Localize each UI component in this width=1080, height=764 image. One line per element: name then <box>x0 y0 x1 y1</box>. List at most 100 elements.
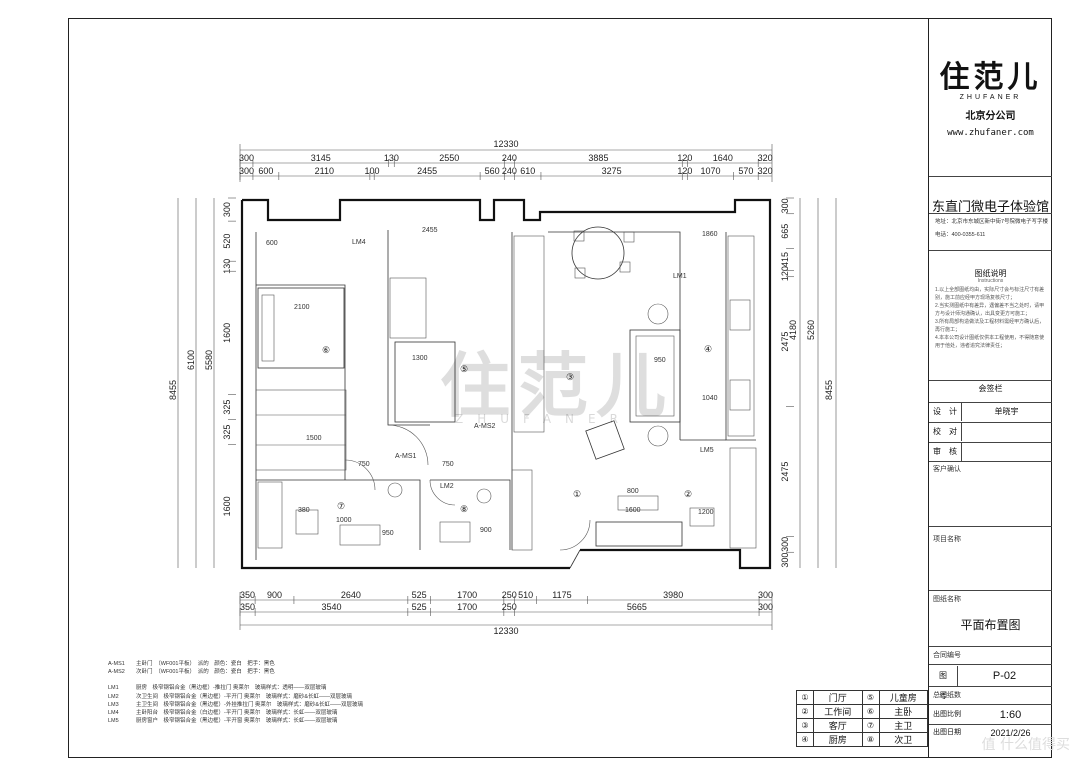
left-total-dim: 8455 <box>168 380 178 400</box>
door-tags: LM1 LM2 LM5 LM4 A-MS1 A-MS2 <box>352 239 714 490</box>
right-small-dim-label: 2475 <box>780 332 790 352</box>
scale-value: 1:60 <box>999 709 1022 721</box>
top-row2-dim-label: 2110 <box>315 166 334 176</box>
sheet-label: 图 号 <box>929 666 963 700</box>
door-tag-lm1: LM1 <box>673 273 687 280</box>
top-row1-dim-label: 240 <box>502 153 517 163</box>
top-row2-dim-label: 300 <box>239 166 254 176</box>
room-num: ⑧ <box>861 732 880 747</box>
right-total-dim: 8455 <box>824 380 834 400</box>
top-row1-dim-label: 300 <box>239 153 254 163</box>
dim-label: 1040 <box>702 395 718 402</box>
room-name: 厨房 <box>813 732 863 747</box>
bottom-row1-dim-label: 510 <box>518 590 533 600</box>
top-row2-dim-label: 600 <box>258 166 273 176</box>
dim-label: 1000 <box>336 517 352 524</box>
top-row1-dim-label: 3885 <box>588 153 608 163</box>
room-marker-4: ④ <box>704 344 712 354</box>
walls <box>240 198 772 570</box>
dim-label: 2455 <box>422 227 438 234</box>
dim-label: 1300 <box>412 355 428 362</box>
top-row1-dim-label: 120 <box>677 153 692 163</box>
right-small-dim-label: 300 <box>780 198 790 213</box>
right-a-dim: 4180 <box>788 320 798 340</box>
room-num: ⑥ <box>861 704 880 719</box>
left-small-dim-label: 325 <box>222 400 232 415</box>
bottom-row2-dim-label: 3540 <box>321 602 341 612</box>
bottom-row2-dim-label: 250 <box>502 602 517 612</box>
left-small-dim-label: 325 <box>222 425 232 440</box>
left-small-dim-label: 300 <box>222 202 232 217</box>
top-row1-dim-label: 3145 <box>311 153 331 163</box>
inner-dimension-labels: 600 2455 2100 1300 1500 750 750 380 1000… <box>266 227 718 537</box>
logo-subtitle: ZHUFANER <box>959 94 1022 101</box>
door-tag-lm5: LM5 <box>700 447 714 454</box>
note-item: 1.以上全部图纸均由，实际尺寸会与标注尺寸有差别，施工前应经甲方现场复核尺寸； <box>935 287 1045 301</box>
door-tag-ams1: A-MS1 <box>395 453 417 460</box>
room-num: ⑤ <box>861 690 880 705</box>
top-row2-dim-label: 100 <box>365 166 380 176</box>
top-row2-dim-label: 570 <box>738 166 753 176</box>
bottom-row2-dim-label: 1700 <box>457 602 477 612</box>
room-num: ⑦ <box>861 718 880 733</box>
dim-label: 600 <box>266 240 278 247</box>
room-marker-3: ③ <box>566 372 574 382</box>
scale-label: 出图比例 <box>933 711 961 718</box>
top-row1-dim-label: 130 <box>384 153 399 163</box>
room-table-row: ① 门厅 ⑤ 儿童房 <box>796 690 928 705</box>
right-small-dim-label: 300 <box>780 553 790 568</box>
room-marker-7: ⑦ <box>337 501 345 511</box>
room-name: 工作间 <box>813 704 863 719</box>
dim-label: 750 <box>358 461 370 468</box>
bottom-row2-dim-label: 300 <box>758 602 773 612</box>
dim-label: 1200 <box>698 509 714 516</box>
logo-mark: 住范儿 <box>939 60 1042 95</box>
legend-text: 次卧门 （WF001平板） 派的 颜色：瓷白 把手：黑色 <box>136 669 275 676</box>
room-name: 主卧 <box>878 704 928 719</box>
right-small-dim-label: 415 <box>780 252 790 267</box>
watermark-logo: 住范儿 <box>440 345 674 427</box>
room-name: 门厅 <box>813 690 863 705</box>
top-total-dim: 12330 <box>493 139 518 149</box>
left-small-dim-label: 1600 <box>222 496 232 516</box>
design-row: 设 计 单晓宇 <box>929 402 1052 421</box>
dim-label: 1860 <box>702 231 718 238</box>
right-small-dim-label: 665 <box>780 224 790 239</box>
top-row2-dim-label: 610 <box>520 166 535 176</box>
room-marker-2: ② <box>684 489 692 499</box>
room-name: 客厅 <box>813 718 863 733</box>
client-confirm-label: 客户确认 <box>933 466 961 473</box>
dim-label: 950 <box>382 530 394 537</box>
bottom-row2-dim-label: 5665 <box>627 602 647 612</box>
branch-name: 北京分公司 <box>965 111 1016 122</box>
bottom-row1-dim-label: 525 <box>412 590 427 600</box>
bottom-row1-dim-label: 1175 <box>552 590 571 600</box>
room-name: 儿童房 <box>878 690 928 705</box>
right-b-dim: 5260 <box>806 320 816 340</box>
bottom-row1-dim-label: 3980 <box>663 590 683 600</box>
date-row: 出图日期 2021/2/26 <box>929 724 1052 742</box>
notes-subtitle: Instructions <box>977 278 1004 284</box>
date-value: 2021/2/26 <box>990 728 1031 738</box>
left-a-dim: 6100 <box>186 350 196 370</box>
drawing-name-label: 图纸名称 <box>933 596 961 603</box>
legend-code: LM5 <box>108 718 119 725</box>
dim-label: 900 <box>480 527 492 534</box>
sign-header: 会签栏 <box>978 384 1003 393</box>
dim-label: 2100 <box>294 304 310 311</box>
right-small-dim-label: 300 <box>780 537 790 552</box>
left-small-dim-label: 1600 <box>222 323 232 343</box>
room-marker-5: ⑤ <box>460 364 468 374</box>
room-num: ④ <box>796 732 814 747</box>
check-value <box>961 423 1052 441</box>
legend-text: 厨房 极窄钢铝合金（黑边框）-推拉门 奥莱尔 玻璃样式：透明——双层玻璃 <box>136 685 327 692</box>
door-tag-lm4: LM4 <box>352 239 366 246</box>
door-tag-lm2: LM2 <box>440 483 454 490</box>
left-small-dim-label: 520 <box>222 234 232 249</box>
